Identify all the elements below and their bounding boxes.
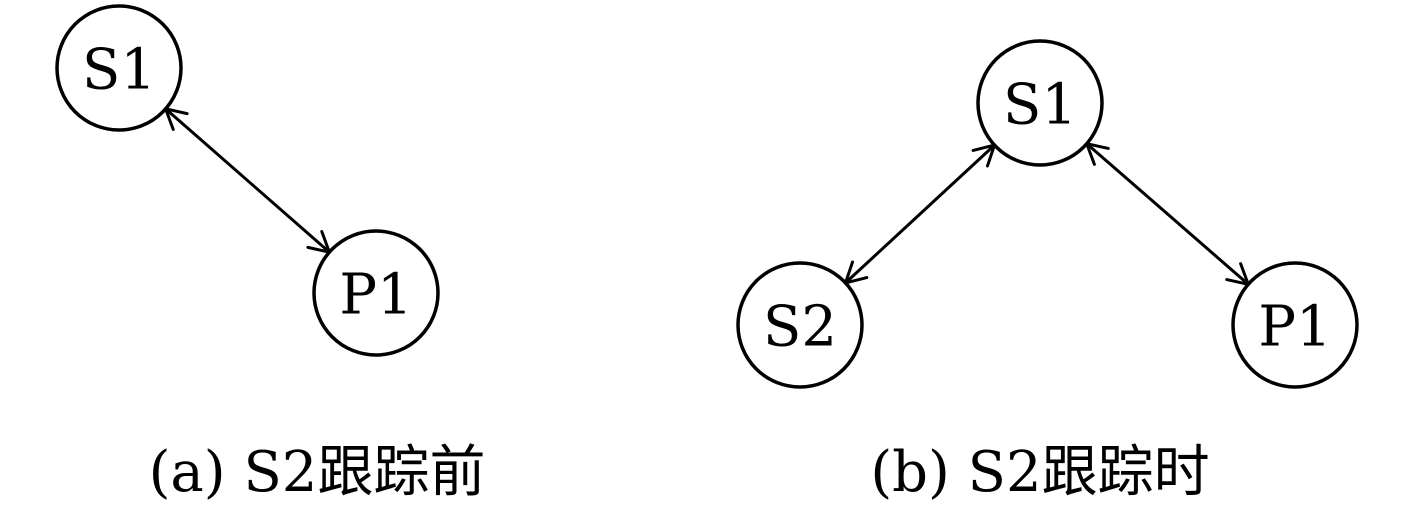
node-s2-circle [736, 261, 864, 389]
node-s1: S1 [55, 4, 183, 132]
node-s1-circle [55, 4, 183, 132]
node-s1-label: S1 [1003, 73, 1077, 138]
edge-s1-p1 [164, 107, 331, 254]
node-s1: S1 [976, 39, 1104, 167]
node-p1-label: P1 [1258, 295, 1331, 360]
node-p1: P1 [1231, 261, 1359, 389]
node-p1-label: P1 [339, 263, 412, 328]
node-s2-label: S2 [763, 295, 837, 360]
node-s1-circle [976, 39, 1104, 167]
edge-s1-p1 [1085, 142, 1250, 286]
node-p1-circle [312, 229, 440, 357]
node-s1-label: S1 [82, 38, 156, 103]
edge-s1-s2 [844, 143, 996, 285]
caption-a: (a) S2跟踪前 [149, 440, 486, 505]
diagram-a: S1 P1 (a) S2跟踪前 [55, 4, 486, 505]
caption-b: (b) S2跟踪时 [870, 440, 1209, 505]
diagram-b: S1 S2 P1 (b) S2跟踪时 [736, 39, 1359, 505]
node-s2: S2 [736, 261, 864, 389]
node-p1-circle [1231, 261, 1359, 389]
node-p1: P1 [312, 229, 440, 357]
